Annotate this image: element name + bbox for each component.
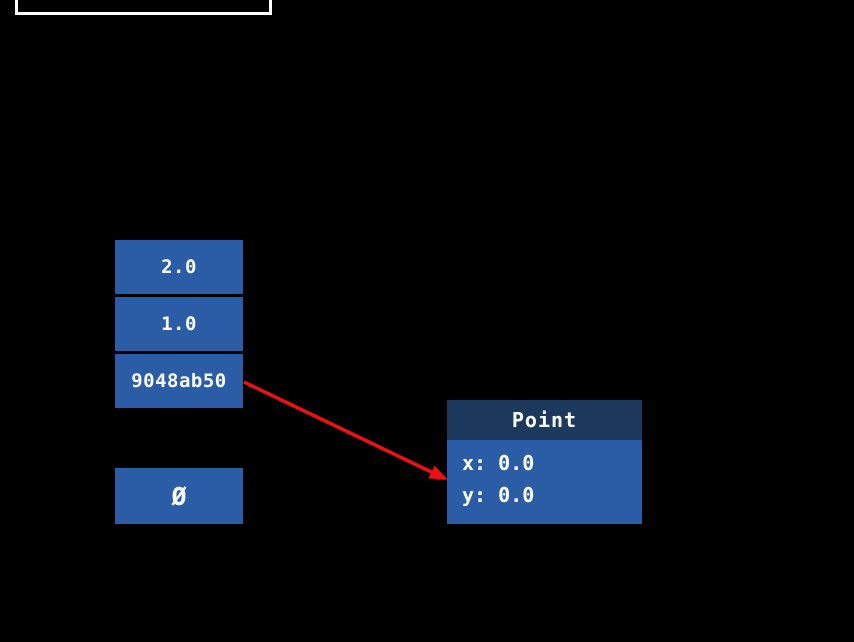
stack-cell: 2.0 [115, 240, 243, 294]
object-header: Point [447, 400, 642, 440]
object-field: y: 0.0 [462, 483, 535, 507]
stack-cell: 1.0 [115, 297, 243, 351]
stack-cell-group: 2.0 1.0 9048ab50 [115, 240, 243, 408]
object-field: x: 0.0 [462, 451, 535, 475]
stack-cell-value: 9048ab50 [131, 370, 227, 392]
frame-outline [15, 0, 272, 15]
object-box: Point x: 0.0 y: 0.0 [447, 400, 642, 524]
stack-cell-value: 1.0 [161, 313, 197, 335]
object-body: x: 0.0 y: 0.0 [447, 440, 642, 524]
null-symbol: Ø [171, 481, 187, 511]
object-title: Point [511, 408, 578, 432]
stack-cell-address: 9048ab50 [115, 354, 243, 408]
stack-cell-value: 2.0 [161, 256, 197, 278]
null-cell: Ø [115, 468, 243, 524]
